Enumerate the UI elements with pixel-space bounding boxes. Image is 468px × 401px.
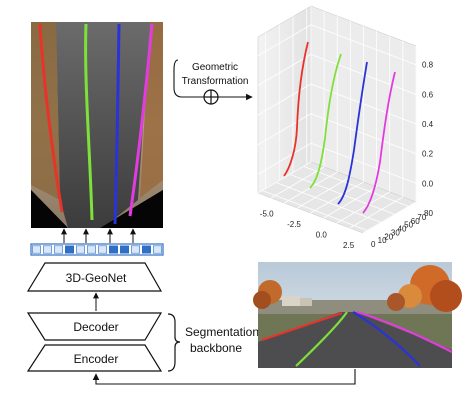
z-tick-label: 0.8	[422, 61, 434, 70]
z-tick-label: 0.2	[422, 150, 434, 159]
grid-line	[257, 83, 312, 116]
feature-cell	[153, 245, 163, 254]
lane-blue	[113, 23, 121, 225]
grid-line	[289, 174, 395, 215]
lane-red	[38, 23, 64, 213]
geometric-arrow	[173, 59, 253, 101]
feature-to-image-arrows	[61, 228, 136, 243]
grid-line	[310, 181, 364, 214]
z-tick-label: 0.6	[422, 90, 434, 99]
plot-lane-2	[337, 61, 368, 205]
grid-line	[262, 190, 368, 231]
feature-cell	[109, 245, 119, 254]
y-tick-label: 0	[371, 240, 376, 249]
grid-line	[297, 176, 351, 209]
feature-cell	[76, 245, 86, 254]
y-tick-label: 50	[404, 221, 413, 230]
plot-lane-curves	[283, 41, 396, 214]
x-tick-label: -5.0	[260, 210, 274, 219]
decoder-label: Decoder	[73, 320, 118, 334]
grid-line	[362, 201, 417, 234]
grid-line	[349, 196, 404, 229]
oplus-symbol	[203, 89, 219, 105]
grid-line	[303, 165, 409, 207]
grid-line	[257, 161, 312, 194]
geometric-label-line1: Geometric	[192, 62, 238, 73]
feature-cell	[142, 245, 152, 254]
feature-cell	[98, 245, 108, 254]
feature-cell	[87, 245, 97, 254]
backbone-brace	[167, 313, 181, 372]
geometric-label-line2: Transformation	[182, 76, 249, 87]
y-tick-label: 20	[384, 232, 393, 241]
feature-cell	[131, 245, 141, 254]
feature-cell	[31, 245, 41, 254]
y-tick-label: 40	[398, 225, 407, 234]
grid-line	[257, 113, 312, 145]
y-tick-label: 10	[378, 236, 387, 245]
x-tick-label: -2.5	[287, 220, 301, 229]
x-tick-label: 0.0	[316, 230, 328, 239]
plot-lane-1	[309, 53, 342, 189]
x-tick-label: 2.5	[343, 241, 355, 250]
grid-line	[336, 191, 390, 224]
geonet-label: 3D-GeoNet	[66, 271, 127, 285]
y-tick-label: 80	[424, 209, 433, 218]
encoder-block: Encoder	[26, 344, 163, 372]
grid-line	[323, 186, 377, 219]
grid-line	[257, 142, 312, 175]
y-tick-label: 30	[391, 228, 400, 237]
grid-line	[257, 54, 312, 86]
lane-magenta	[128, 23, 154, 217]
camera-image	[253, 262, 462, 368]
lane-green	[84, 23, 94, 221]
feature-map-bar	[30, 243, 164, 256]
grid-line	[257, 24, 312, 57]
camera-to-encoder-arrow	[92, 369, 356, 385]
encoder-label: Encoder	[74, 352, 119, 366]
grid-line	[275, 182, 382, 223]
y-tick-label: 70	[417, 213, 426, 222]
y-tick-label: 60	[411, 217, 420, 226]
segmentation-label-line1: Segmentation	[185, 325, 259, 339]
feature-cell	[42, 245, 52, 254]
plot-lane-3	[362, 71, 396, 214]
decoder-block: Decoder	[26, 312, 163, 341]
feature-cell	[65, 245, 75, 254]
z-tick-label: 0.0	[422, 179, 434, 188]
plot-lane-0	[283, 41, 309, 177]
feature-cell	[120, 245, 130, 254]
grid-line	[270, 166, 325, 199]
feature-cell	[53, 245, 63, 254]
z-tick-label: 0.4	[422, 120, 434, 129]
top-view-image	[31, 22, 163, 228]
geonet-block: 3D-GeoNet	[26, 262, 163, 292]
segmentation-label-line2: backbone	[190, 341, 242, 355]
